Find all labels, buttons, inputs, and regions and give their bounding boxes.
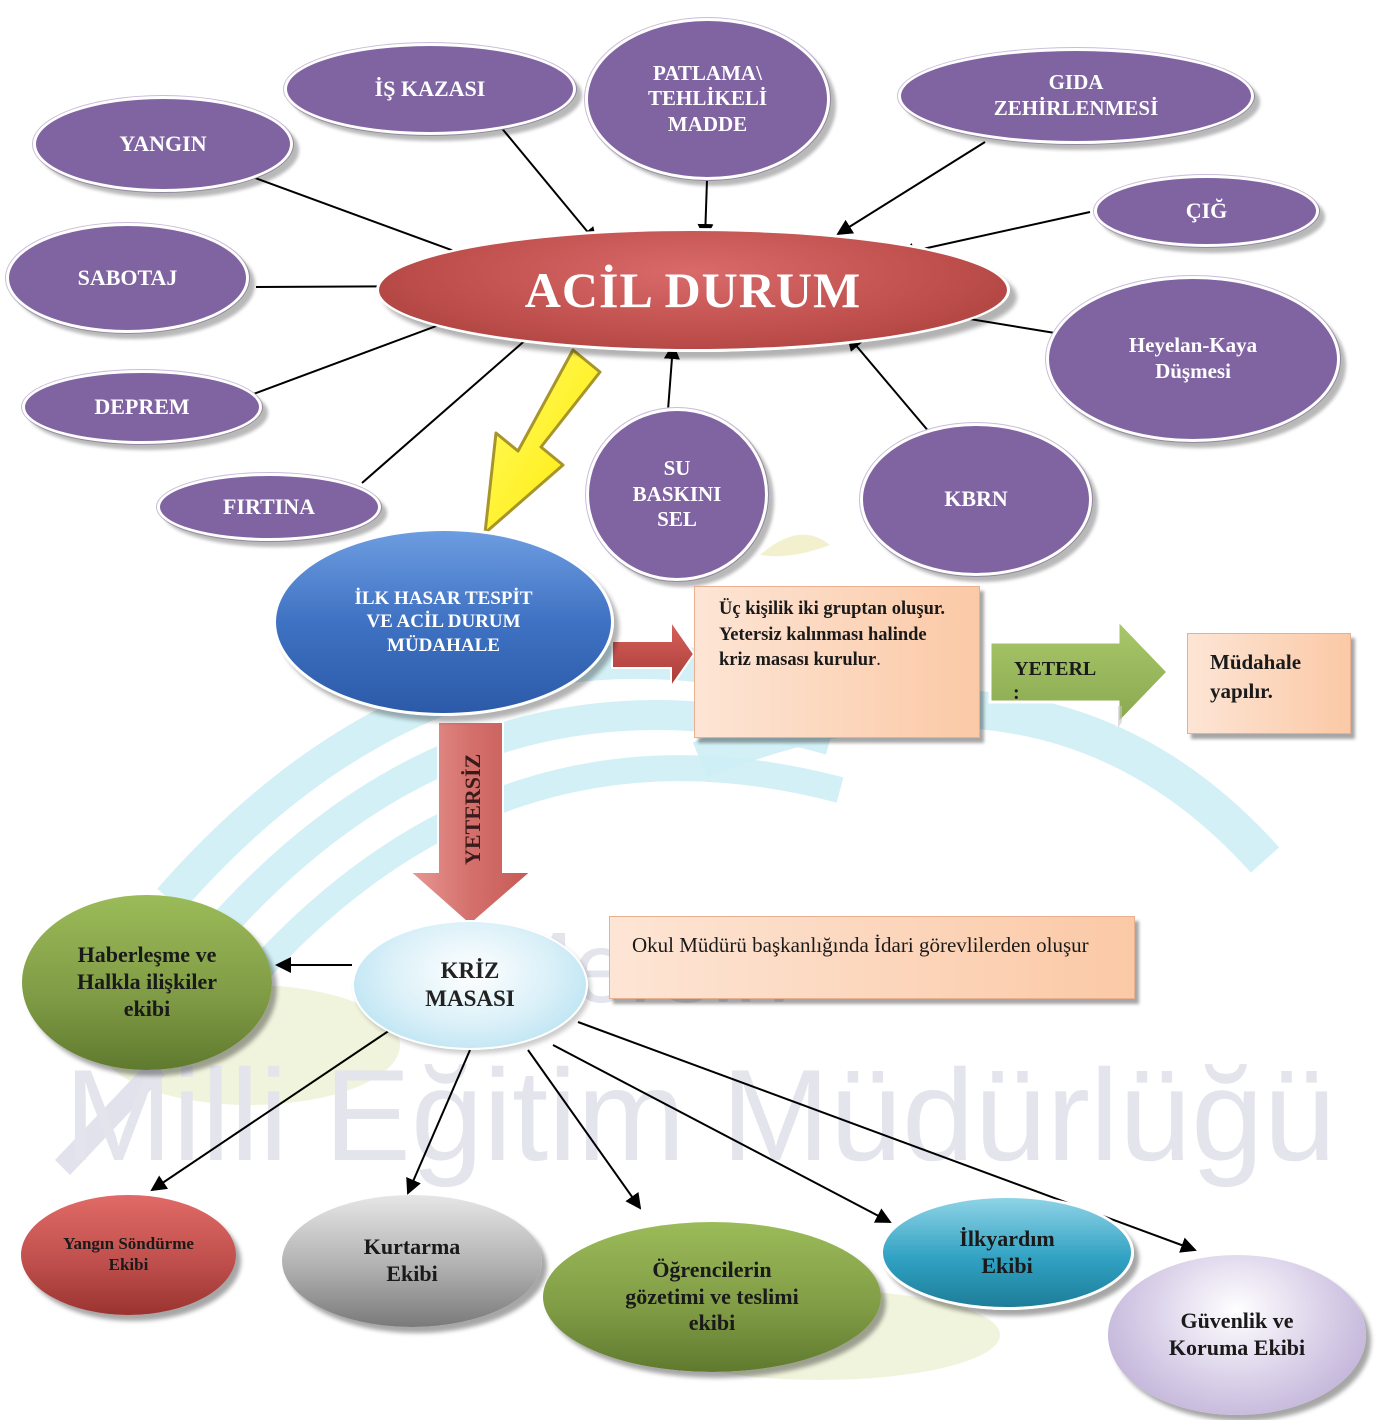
edge-su-baskini	[663, 343, 680, 411]
cause-patlama: PATLAMA\ TEHLİKELİ MADDE	[585, 18, 830, 180]
edge-yangin-sondurme	[150, 1029, 391, 1192]
cause-yangin: YANGIN	[33, 96, 293, 192]
red-right-arrow	[611, 617, 696, 691]
edge-is-kazasi	[494, 119, 598, 244]
cause-heyelan: Heyelan-Kaya Düşmesi	[1046, 276, 1340, 442]
team-haberlesme: Haberleşme ve Halkla ilişkiler ekibi	[22, 895, 272, 1070]
yellow-block-arrow	[483, 348, 602, 535]
first-response-node: İLK HASAR TESPİT VE ACİL DURUM MÜDAHALE	[273, 528, 614, 716]
cause-deprem: DEPREM	[22, 370, 262, 444]
edge-cig	[898, 211, 1091, 259]
team-yangin-sondurme: Yangın Söndürme Ekibi	[21, 1195, 236, 1315]
result-box: Müdahale yapılır.	[1187, 633, 1351, 734]
info-group-box: Üç kişilik iki gruptan oluşur. Yetersiz …	[694, 586, 980, 738]
cause-cig: ÇIĞ	[1094, 175, 1319, 247]
cause-su-baskini-sel: SU BASKINI SEL	[586, 408, 768, 581]
edge-kbrn	[846, 334, 931, 434]
insufficient-label: YETERSİZ	[460, 753, 485, 865]
cause-gida-zehirlenmesi: GIDA ZEHİRLENMESİ	[898, 48, 1254, 144]
crisis-note-box: Okul Müdürü başkanlığında İdari görevlil…	[609, 916, 1135, 999]
sufficient-label: YETERL	[1014, 658, 1097, 680]
green-right-arrow	[988, 616, 1171, 728]
cause-firtina: FIRTINA	[157, 473, 381, 541]
cause-is-kazasi: İŞ KAZASI	[284, 43, 576, 135]
sufficient-colon: :	[1013, 682, 1020, 704]
cause-sabotaj: SABOTAJ	[6, 223, 249, 333]
info-group-text: Üç kişilik iki gruptan oluşur. Yetersiz …	[719, 599, 946, 671]
central-node-acil-durum: ACİL DURUM	[376, 228, 1010, 352]
red-down-arrow	[407, 721, 534, 927]
team-ogrenciler: Öğrencilerin gözetimi ve teslimi ekibi	[543, 1222, 881, 1372]
edge-gida	[836, 141, 986, 236]
edge-ogrenciler	[527, 1049, 642, 1210]
edge-kurtarma	[406, 1049, 471, 1195]
edge-ilkyardim	[552, 1044, 892, 1223]
cause-kbrn: KBRN	[860, 423, 1092, 576]
crisis-desk-node: KRİZ MASASI	[352, 920, 588, 1050]
team-kurtarma: Kurtarma Ekibi	[282, 1195, 542, 1327]
info-group-tail: .	[876, 650, 881, 671]
edge-firtina	[361, 321, 547, 484]
team-ilkyardim: İlkyardım Ekibi	[880, 1195, 1134, 1310]
team-guvenlik: Güvenlik ve Koruma Ekibi	[1108, 1255, 1366, 1415]
